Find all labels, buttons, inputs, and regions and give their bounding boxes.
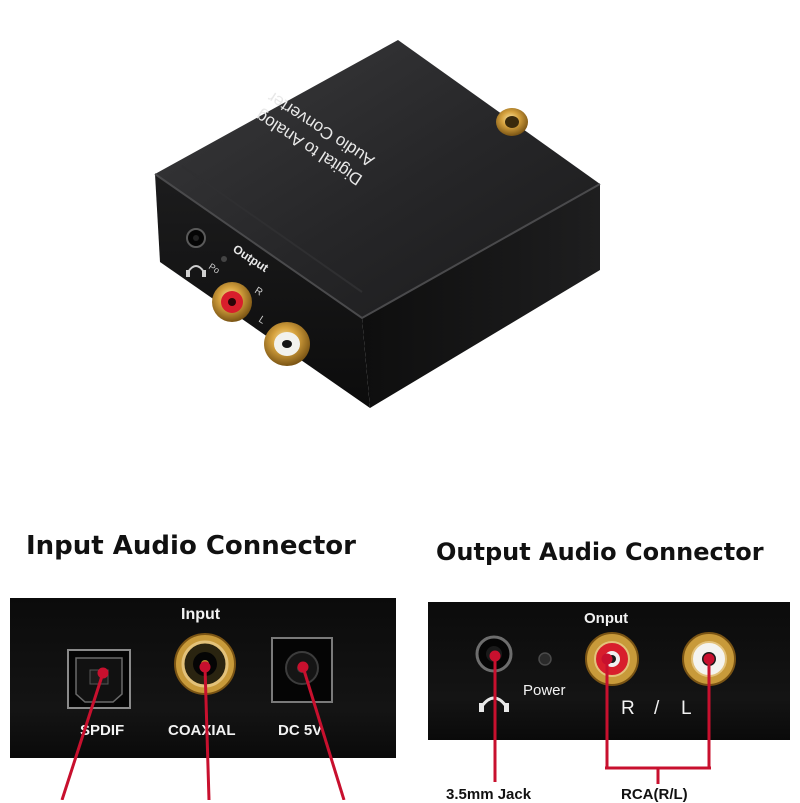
- output-section-title: Output Audio Connector: [436, 538, 764, 566]
- input-section-title: Input Audio Connector: [26, 531, 356, 561]
- caption-rca: RCA(R/L): [621, 786, 688, 803]
- output-panel: Onput Power R / L: [428, 602, 790, 740]
- l-label: L: [681, 698, 692, 719]
- device-top-face: [155, 40, 600, 318]
- port-label-dc5v: DC 5V: [278, 722, 323, 739]
- slash-label: /: [654, 698, 660, 719]
- r-label: R: [621, 698, 635, 719]
- rca-white-port-icon: [682, 632, 736, 686]
- port-label-spdif: SPDIF: [80, 722, 125, 739]
- front-l-label: L: [256, 314, 267, 326]
- power-label: Power: [523, 682, 566, 699]
- caption-3-5mm-jack: 3.5mm Jack: [446, 786, 532, 803]
- converter-illustration: Digital to Analog Audio Converter Output…: [154, 40, 601, 408]
- input-panel: Input SPDIF COAXIAL DC 5V: [10, 598, 396, 758]
- front-power-led-icon: [221, 256, 227, 262]
- headphones-icon: [479, 696, 509, 712]
- coaxial-port-icon: [174, 633, 236, 695]
- headphone-jack-icon: [475, 635, 513, 673]
- power-led-icon: [538, 652, 552, 666]
- input-panel-label: Input: [181, 606, 221, 623]
- optical-port-icon: [67, 649, 131, 709]
- dc-jack-icon: [271, 637, 333, 703]
- port-label-coaxial: COAXIAL: [168, 722, 236, 739]
- rca-red-port-icon: [585, 632, 639, 686]
- output-panel-label: Onput: [584, 610, 629, 627]
- device-front-face: [155, 174, 370, 408]
- product-photo: Digital to Analog Audio Converter Output…: [154, 40, 601, 408]
- device-side-face: [362, 184, 600, 408]
